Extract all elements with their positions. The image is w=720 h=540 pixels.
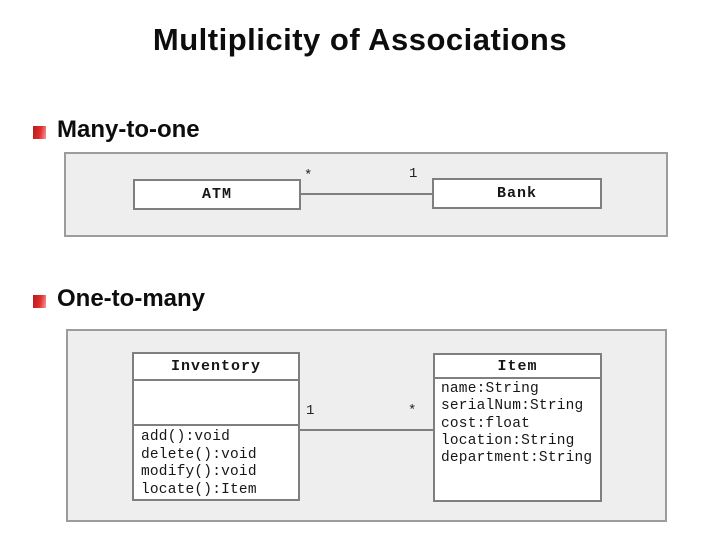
association-line <box>301 193 432 195</box>
class-box-atm: ATM <box>133 179 301 210</box>
class-attributes-compartment-empty <box>134 381 298 426</box>
class-name-label: Bank <box>496 185 537 202</box>
class-title-compartment: Inventory <box>134 354 298 382</box>
bullet-square-icon <box>33 295 46 308</box>
class-method: add():void <box>141 429 231 445</box>
class-method: delete():void <box>141 446 257 463</box>
class-methods-compartment: add():void delete():void modify():void l… <box>134 426 298 499</box>
class-attribute: name:String <box>441 381 539 397</box>
page-title: Multiplicity of Associations <box>152 22 568 57</box>
class-attribute: department:String <box>441 450 593 467</box>
association-line <box>300 429 433 431</box>
class-attribute: location:String <box>441 432 575 449</box>
bullet-square-icon <box>33 126 46 139</box>
multiplicity-one-label: 1 <box>306 403 315 419</box>
multiplicity-many-label: * <box>408 403 417 419</box>
class-attributes-compartment: name:String serialNum:String cost:float … <box>435 379 600 500</box>
diagram-panel-one-to-many: 1 * Inventory add():void delete():void m… <box>66 329 667 522</box>
class-name-label: Inventory <box>170 358 261 376</box>
class-name-label: Item <box>497 357 538 375</box>
class-attribute: serialNum:String <box>441 398 584 415</box>
class-method: locate():Item <box>141 481 257 498</box>
bullet-item-one-to-many: One-to-many <box>33 285 205 313</box>
class-attribute: cost:float <box>441 415 531 432</box>
diagram-panel-many-to-one: * 1 ATM Bank <box>64 152 668 237</box>
class-name-label: ATM <box>201 186 232 203</box>
bullet-label: One-to-many <box>57 285 206 312</box>
class-box-inventory: Inventory add():void delete():void modif… <box>132 352 300 501</box>
multiplicity-one-label: 1 <box>409 166 418 182</box>
multiplicity-many-label: * <box>304 168 313 184</box>
class-box-bank: Bank <box>432 178 602 209</box>
class-box-item: Item name:String serialNum:String cost:f… <box>433 353 602 502</box>
class-method: modify():void <box>141 464 257 480</box>
class-title-compartment: Item <box>435 355 600 379</box>
bullet-label: Many-to-one <box>57 116 200 143</box>
bullet-item-many-to-one: Many-to-one <box>33 116 200 144</box>
